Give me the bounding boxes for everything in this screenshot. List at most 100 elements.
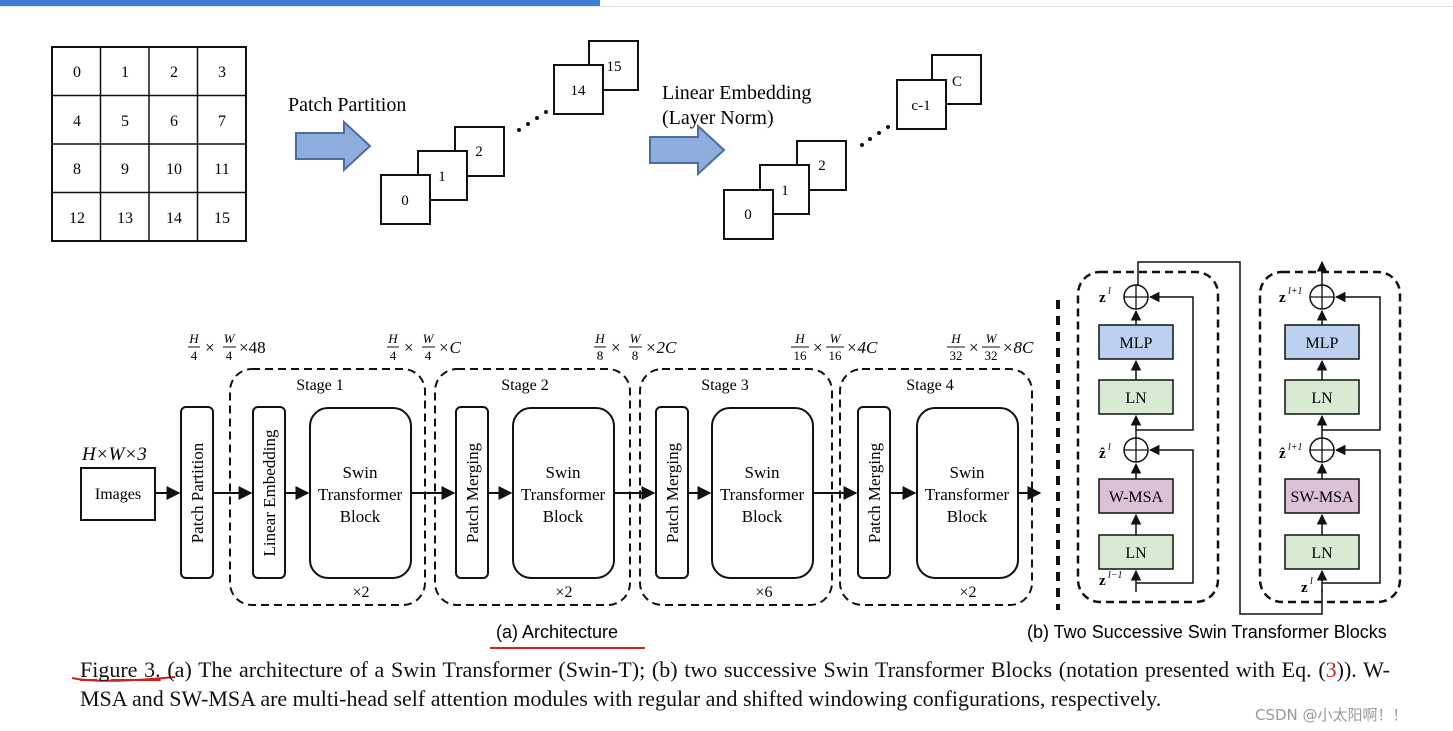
patch-partition-label: Patch Partition <box>288 94 406 116</box>
grid-cell: 2 <box>170 64 178 81</box>
svg-text:Block: Block <box>947 507 988 526</box>
svg-text:W: W <box>224 331 236 346</box>
svg-text:ẑ: ẑ <box>1099 446 1106 462</box>
grid-cell: 10 <box>166 161 182 178</box>
stack-label: 1 <box>781 183 789 199</box>
grid-cell: 1 <box>121 64 129 81</box>
top-accent-bar <box>0 0 600 6</box>
linear-embedding-label: Linear Embedding <box>662 82 811 104</box>
svg-text:W-MSA: W-MSA <box>1109 489 1164 506</box>
svg-text:4: 4 <box>425 348 432 363</box>
svg-text:LN: LN <box>1311 390 1333 407</box>
svg-text:16: 16 <box>794 348 808 363</box>
mlp-box <box>1284 324 1360 360</box>
grid-cell: 11 <box>214 161 229 178</box>
svg-text:MLP: MLP <box>1120 335 1153 352</box>
mlp-box <box>1098 324 1174 360</box>
svg-text:ẑ: ẑ <box>1279 446 1286 462</box>
svg-text:Transformer: Transformer <box>318 485 403 504</box>
grid-cell: 8 <box>73 161 81 178</box>
stack-label: 0 <box>401 193 409 209</box>
embed-stack: 2 1 0 C c-1 <box>723 54 982 240</box>
svg-text:SW-MSA: SW-MSA <box>1290 489 1354 506</box>
stage-title: Stage 2 <box>501 377 549 394</box>
grid-cell: 0 <box>73 64 81 81</box>
stage-2-box <box>434 368 631 606</box>
ln-box <box>1098 379 1174 415</box>
repeat-count: ×2 <box>555 584 572 601</box>
dim-label-3: H 8 × W 8 ×2C <box>594 331 677 363</box>
figure-caption: Figure 3. (a) The architecture of a Swin… <box>80 655 1390 713</box>
patch-merging-vertical: Patch Merging <box>663 442 682 543</box>
svg-text:×: × <box>404 338 414 357</box>
swin-block-4: Swin Transformer Block <box>916 407 1019 579</box>
grid-cell: 13 <box>117 210 133 227</box>
repeat-count: ×6 <box>755 584 772 601</box>
patch-grid: 0 1 2 3 4 5 6 7 8 9 10 11 12 13 14 15 <box>51 46 247 242</box>
block-arrow-icon <box>295 119 372 173</box>
stage-title: Stage 1 <box>296 377 344 394</box>
svg-text:MLP: MLP <box>1306 335 1339 352</box>
grid-cell: 4 <box>73 113 81 130</box>
images-label: Images <box>95 486 141 503</box>
dimension-labels: H 4 × W 4 ×48 H 4 × W 4 ×C H 8 × W <box>188 331 1034 363</box>
repeat-count: ×2 <box>352 584 369 601</box>
svg-text:l+1: l+1 <box>1288 442 1303 453</box>
stack-label: c-1 <box>911 98 930 114</box>
svg-text:z: z <box>1099 573 1106 589</box>
svg-text:Block: Block <box>543 507 584 526</box>
svg-text:z: z <box>1099 290 1106 306</box>
swin-block-pair: MLP LN W-MSA LN z l ẑ l z l−1 MLP <box>1076 260 1402 615</box>
svg-text:Swin: Swin <box>343 463 378 482</box>
input-dimension: H×W×3 <box>81 444 147 465</box>
svg-text:×4C: ×4C <box>846 338 878 357</box>
grid-cell: 6 <box>170 113 178 130</box>
blocks-caption: (b) Two Successive Swin Transformer Bloc… <box>1027 622 1387 642</box>
swin-block-2: Swin Transformer Block <box>512 407 615 579</box>
svg-text:×: × <box>611 338 621 357</box>
equation-ref-link[interactable]: 3 <box>1325 657 1337 682</box>
svg-text:LN: LN <box>1125 390 1147 407</box>
svg-text:×8C: ×8C <box>1002 338 1034 357</box>
svg-text:Transformer: Transformer <box>925 485 1010 504</box>
repeat-count: ×2 <box>959 584 976 601</box>
dim-label-5: H 32 × W 32 ×8C <box>947 331 1034 363</box>
svg-text:16: 16 <box>829 348 843 363</box>
svg-text:l: l <box>1310 576 1313 587</box>
patch-partition-vertical: Patch Partition <box>188 442 207 543</box>
svg-text:32: 32 <box>985 348 998 363</box>
stack-label: 2 <box>475 144 483 160</box>
stage-1-box <box>229 368 426 606</box>
stack-label: 1 <box>438 169 446 185</box>
dim-label-2: H 4 × W 4 ×C <box>387 331 461 363</box>
svg-text:l: l <box>1108 442 1111 453</box>
caption-text: )). W-MSA and SW-MSA are multi-head self… <box>80 657 1390 711</box>
dim-label-4: H 16 × W 16 ×4C <box>791 331 878 363</box>
svg-text:Swin: Swin <box>745 463 780 482</box>
svg-text:H: H <box>188 331 199 346</box>
svg-text:l+1: l+1 <box>1288 286 1303 297</box>
stack-label: 2 <box>818 158 826 174</box>
svg-text:×2C: ×2C <box>645 338 677 357</box>
patch-merging-vertical: Patch Merging <box>463 442 482 543</box>
grid-cell: 3 <box>218 64 226 81</box>
svg-text:Swin: Swin <box>546 463 581 482</box>
svg-text:z: z <box>1301 580 1308 596</box>
layer-norm-label: (Layer Norm) <box>662 107 774 129</box>
stack-label: 0 <box>744 207 752 223</box>
svg-text:W: W <box>830 331 842 346</box>
stage-title: Stage 3 <box>701 377 749 394</box>
caption-text: (a) The architecture of a Swin Transform… <box>160 657 1326 682</box>
svg-text:H: H <box>794 331 805 346</box>
svg-text:LN: LN <box>1311 545 1333 562</box>
svg-text:l−1: l−1 <box>1108 570 1123 581</box>
svg-text:×: × <box>813 338 823 357</box>
svg-text:×: × <box>205 338 215 357</box>
svg-text:4: 4 <box>191 348 198 363</box>
svg-text:8: 8 <box>597 348 604 363</box>
linear-embedding-vertical: Linear Embedding <box>260 429 279 556</box>
svg-text:Block: Block <box>742 507 783 526</box>
svg-text:W: W <box>630 331 642 346</box>
svg-text:W: W <box>986 331 998 346</box>
